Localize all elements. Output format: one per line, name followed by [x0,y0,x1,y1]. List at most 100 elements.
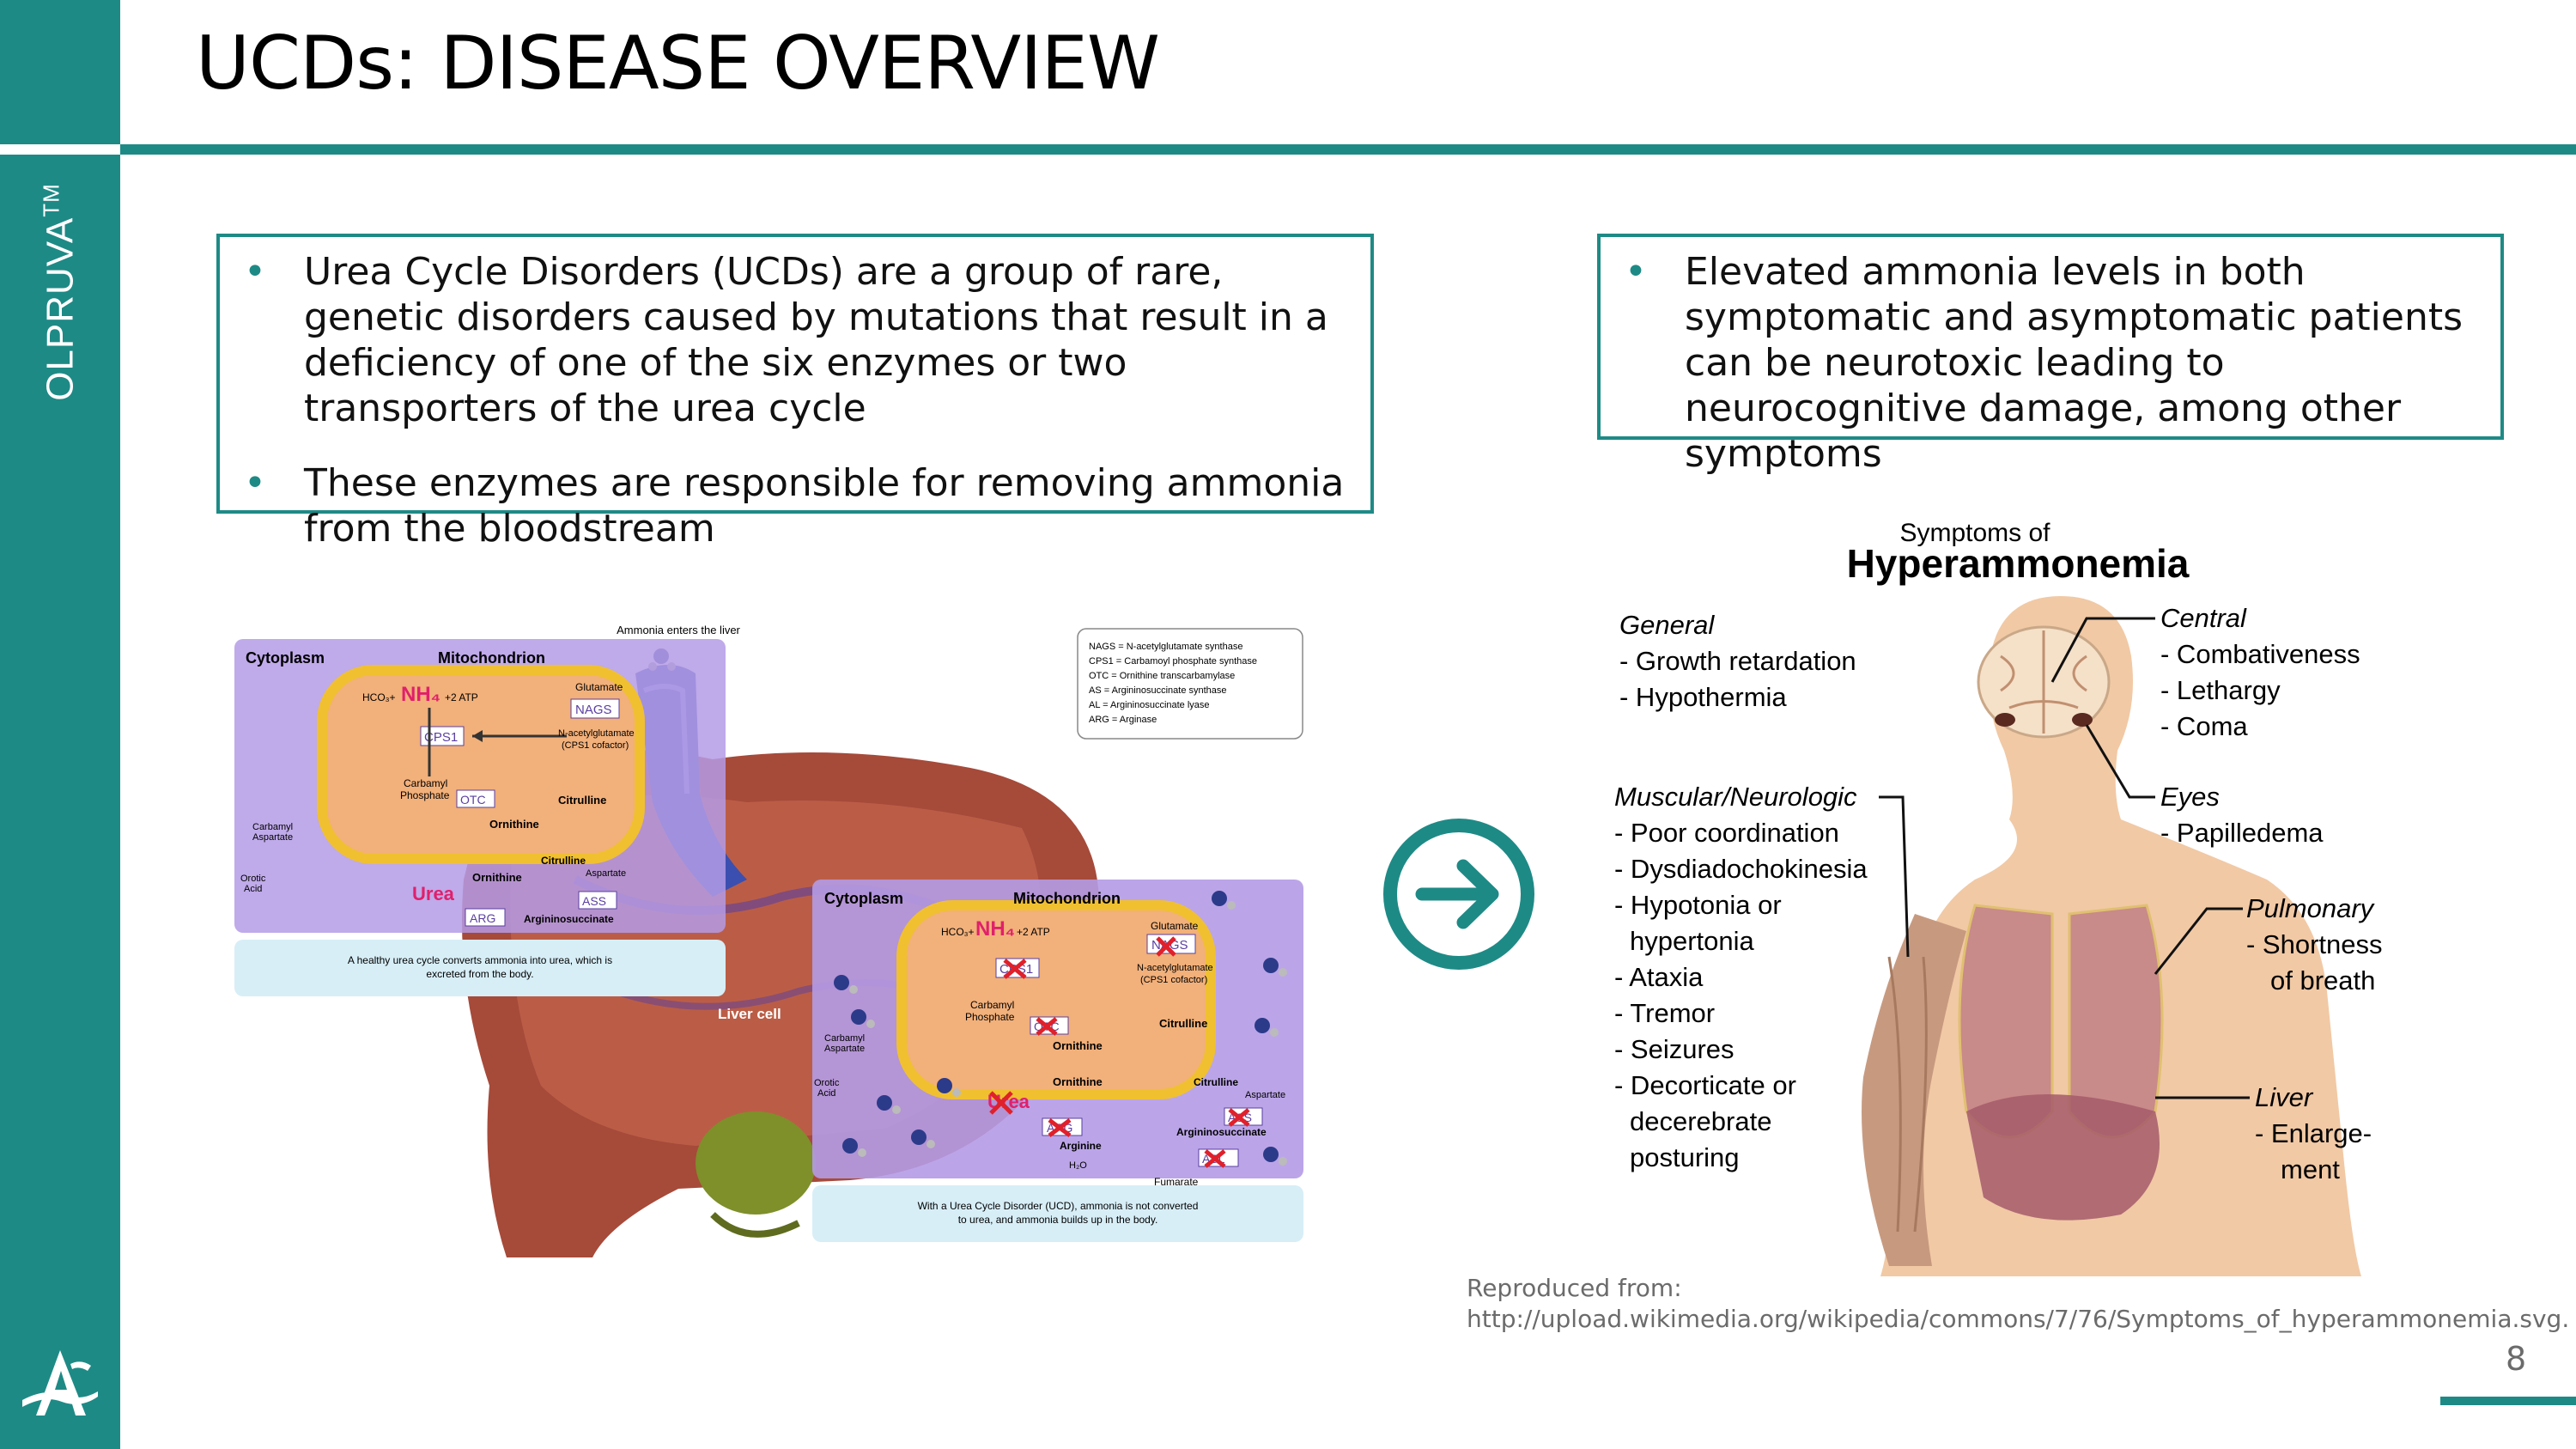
argininosuccinate-label: Argininosuccinate [524,913,614,925]
credit-line1: Reproduced from: [1467,1274,1682,1302]
urea-label: Urea [412,883,455,904]
citrulline-2-label: Citrulline [541,855,586,867]
ucd-ornithine-label: Ornithine [1053,1039,1103,1052]
liver-item-1: - Enlarge- [2255,1118,2372,1148]
acid-label: Acid [244,884,262,894]
liver-cell-label: Liver cell [718,1006,781,1022]
ucd-glutamate-label: Glutamate [1151,920,1199,932]
eyes-item-1: - Papilledema [2160,818,2324,848]
ucd-aspartate-small-label: Aspartate [824,1044,865,1054]
arrow-right-circle-icon [1383,819,1534,970]
eyes-heading: Eyes [2160,782,2220,812]
citrulline-label: Citrulline [558,794,606,807]
pulmonary-item-1: - Shortness [2246,929,2383,959]
ammonia-enters-label: Ammonia enters the liver [617,624,740,636]
ucd-cofactor-label: N-acetylglutamate [1137,963,1213,973]
ucd-hco3-label: HCO₃+ [941,926,975,938]
muscular-item-6: - Tremor [1614,998,1715,1028]
ornithine-label: Ornithine [489,818,539,831]
central-item-1: - Combativeness [2160,639,2360,669]
aspartate-small-label: Aspartate [252,832,293,843]
ammonia-effect-box: Elevated ammonia levels in both symptoma… [1597,234,2504,476]
header-divider [120,144,2576,155]
central-item-2: - Lethargy [2160,675,2281,705]
ucd-aspartate-label: Aspartate [1245,1090,1285,1100]
ucd-citrulline-label: Citrulline [1159,1017,1207,1030]
ucd-h2o-label: H₂O [1069,1160,1087,1171]
muscular-item-8: - Decorticate or [1614,1070,1796,1100]
muscular-item-2: - Dysdiadochokinesia [1614,854,1868,884]
ucd-caption-line1: With a Urea Cycle Disorder (UCD), ammoni… [918,1200,1199,1212]
otc-label: OTC [460,793,486,807]
ucd-fumarate-label: Fumarate [1154,1176,1199,1188]
left-rail [0,155,120,1449]
muscular-item-3: - Hypotonia or [1614,890,1782,920]
general-item-1: - Growth retardation [1619,646,1856,676]
legend-nags: NAGS = N-acetylglutamate synthase [1089,642,1242,652]
page-title: UCDs: DISEASE OVERVIEW [196,21,1160,107]
brand-wordmark: OLPRUVATM [39,183,82,401]
ucd-nh4-label: NH₄ [975,917,1015,941]
ucd-definition-box: Urea Cycle Disorders (UCDs) are a group … [216,234,1374,551]
ucd-argininosuccinate-label: Argininosuccinate [1176,1126,1267,1138]
arg-label: ARG [470,911,495,925]
cofactor-label: N-acetylglutamate [558,728,635,739]
ucd-orotic-label: Orotic [814,1078,840,1088]
cytoplasm-label: Cytoplasm [246,649,325,667]
ucd-carbamyl-label: Carbamyl [970,999,1014,1011]
phosphate-label: Phosphate [400,789,450,801]
ucd-atp-label: +2 ATP [1017,926,1050,938]
ucd-cycle-panel: Cytoplasm Mitochondrion HCO₃+ NH₄ +2 ATP… [812,880,1303,1188]
ucd-arginine-label: Arginine [1060,1140,1102,1152]
pulmonary-heading: Pulmonary [2246,893,2376,923]
page-number-rule [2440,1397,2576,1405]
ucd-carbamyl-aspartate-label: Carbamyl [824,1033,865,1044]
hco3-label: HCO₃+ [362,691,396,703]
brand-trademark: TM [38,183,64,217]
legend-al: AL = Argininosuccinate lyase [1089,700,1210,710]
carbamyl-aspartate-label: Carbamyl [252,822,293,832]
carbamyl-label: Carbamyl [404,777,447,789]
ucd-cofactor2-label: (CPS1 cofactor) [1140,975,1207,985]
brand-name: OLPRUVA [39,216,82,401]
company-logo-icon [22,1350,98,1416]
healthy-cycle-panel: Cytoplasm Mitochondrion HCO₃+ NH₄ +2 ATP… [234,639,726,933]
credit-url: http://upload.wikimedia.org/wikipedia/co… [1467,1305,2570,1333]
bullet-ucd-definition: Urea Cycle Disorders (UCDs) are a group … [244,249,1348,431]
atp-label: +2 ATP [445,691,478,703]
ucd-citrulline-2-label: Citrulline [1194,1076,1238,1088]
central-heading: Central [2160,603,2247,633]
muscular-item-5: - Ataxia [1614,962,1704,992]
ucd-phosphate-label: Phosphate [965,1011,1015,1023]
orotic-label: Orotic [240,874,266,884]
nh4-label: NH₄ [401,683,440,706]
image-credit: Reproduced from: http://upload.wikimedia… [1467,1273,2569,1335]
ornithine-2-label: Ornithine [472,871,522,884]
symptoms-of-label: Symptoms of [1899,519,2050,547]
legend-as: AS = Argininosuccinate synthase [1089,685,1227,696]
central-item-3: - Coma [2160,711,2248,741]
cofactor2-label: (CPS1 cofactor) [562,740,629,751]
cps1-label: CPS1 [424,730,458,745]
muscular-item-1: - Poor coordination [1614,818,1839,848]
general-heading: General [1619,610,1715,640]
ucd-cytoplasm-label: Cytoplasm [824,890,903,907]
ucd-bullet-list: Urea Cycle Disorders (UCDs) are a group … [244,249,1348,551]
ammonia-bullet-list: Elevated ammonia levels in both symptoma… [1625,249,2478,477]
liver-heading: Liver [2255,1082,2314,1112]
legend-cps1: CPS1 = Carbamoyl phosphate synthase [1089,656,1257,667]
general-item-2: - Hypothermia [1619,682,1787,712]
ucd-mitochondrion-label: Mitochondrion [1013,890,1121,907]
ucd-ornithine-2-label: Ornithine [1053,1075,1103,1088]
healthy-caption-line2: excreted from the body. [426,968,533,980]
rail-top-block [0,0,120,144]
legend-arg: ARG = Arginase [1089,715,1157,725]
muscular-item-10: posturing [1630,1142,1740,1172]
muscular-item-4: hypertonia [1630,926,1755,956]
mitochondrion-label: Mitochondrion [438,649,545,667]
ucd-acid-label: Acid [817,1088,835,1099]
muscular-item-9: decerebrate [1630,1106,1771,1136]
bullet-ammonia-neurotoxic: Elevated ammonia levels in both symptoma… [1625,249,2478,477]
nags-label: NAGS [575,703,612,717]
ass-label: ASS [582,894,606,908]
